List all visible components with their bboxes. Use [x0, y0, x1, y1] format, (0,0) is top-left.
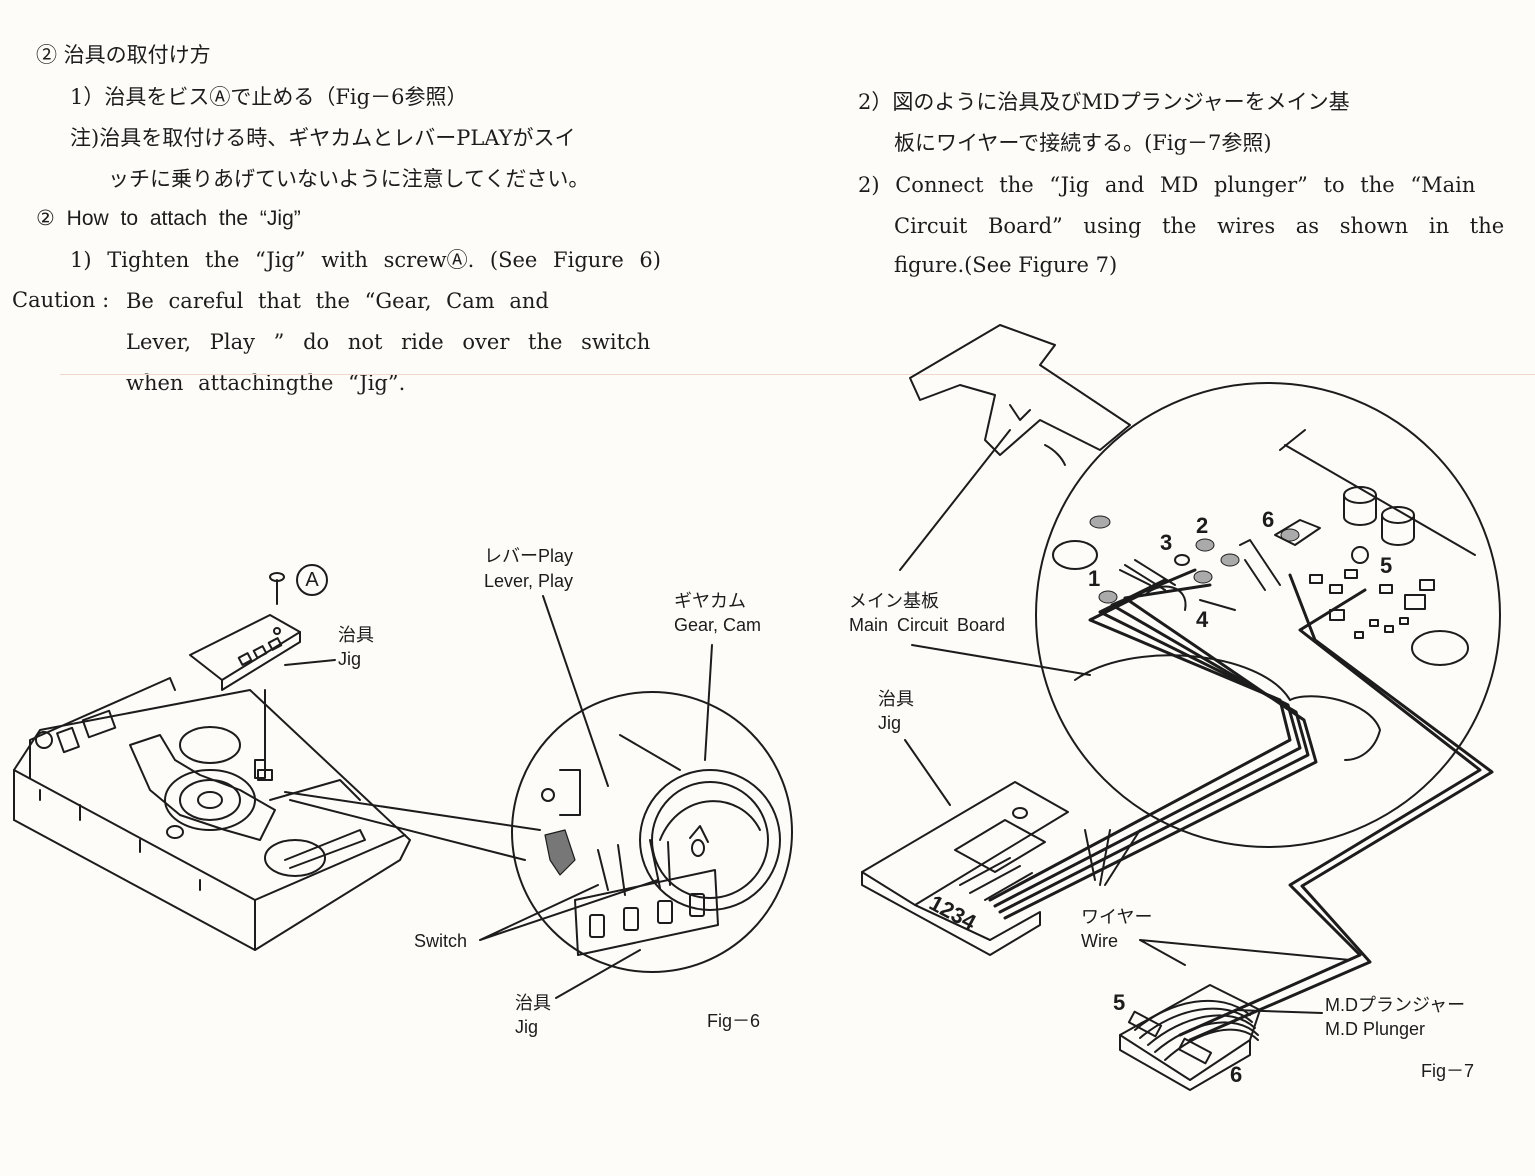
lever-leader [542, 595, 609, 787]
wire-label-en: Wire [1081, 931, 1118, 951]
jig-board-drawing [861, 781, 1069, 956]
fig6-jig2-label-jp: 治具 [515, 993, 551, 1013]
md-plunger-label-jp: M.Dプランジャー [1325, 995, 1466, 1015]
en-step-1: 1) Tighten the “Jig” with screwⒶ. (See F… [70, 248, 661, 272]
jp-heading: ② 治具の取付け方 [36, 43, 211, 67]
jp-note-line-2: ッチに乗りあげていないように注意してください。 [108, 167, 590, 191]
plunger-leader [1234, 1009, 1323, 1014]
pad-number-2: 2 [1196, 513, 1209, 538]
jp-step-2-line-2: 板にワイヤーで接続する。(Fig－7参照) [894, 131, 1272, 155]
jp-step-1: 1）治具をビスⒶで止める（Fig－6参照） [70, 85, 468, 109]
caution-label: Caution : [12, 288, 110, 312]
en-step-2-line-3: figure.(See Figure 7) [894, 253, 1118, 277]
fig7-zoom-circle [1035, 382, 1501, 848]
main-board-label-jp: メイン基板 [849, 591, 939, 611]
caution-line-2: Lever, Play ” do not ride over the switc… [126, 330, 651, 354]
pad-number-6: 6 [1262, 507, 1275, 532]
switch-label: Switch [414, 931, 468, 951]
fig6-jig-label-jp: 治具 [338, 625, 374, 645]
caution-line-1: Be careful that the “Gear, Cam and [126, 289, 549, 313]
fig6-zoom-circle [511, 691, 793, 973]
caution-line-3: when attachingthe “Jig”. [126, 371, 406, 395]
wire-label-jp: ワイヤー [1081, 907, 1153, 927]
fig6-zoom-connector [284, 791, 541, 861]
pad-number-4: 4 [1196, 607, 1209, 632]
jig-small-drawing [189, 572, 301, 781]
lever-play-label-en: Lever, Play [484, 571, 574, 591]
en-heading: ② How to attach the “Jig” [36, 207, 301, 230]
fig7-wires [988, 568, 1494, 1042]
fig6-jig-label-en: Jig [338, 649, 362, 669]
gear-cam-label-en: Gear, Cam [674, 615, 762, 635]
gear-leader [704, 644, 713, 761]
en-step-2-line-1: 2) Connect the “Jig and MD plunger” to t… [858, 173, 1476, 197]
plunger-pin-6: 6 [1230, 1062, 1243, 1087]
wire-leader [1139, 939, 1351, 966]
en-step-2-line-2: Circuit Board” using the wires as shown … [894, 214, 1505, 238]
screw-a-marker: A [296, 564, 328, 596]
fig7-caption: Fig－7 [1421, 1061, 1475, 1081]
jig-top-leader [284, 659, 336, 666]
md-plunger-label-en: M.D Plunger [1325, 1019, 1426, 1039]
md-plunger-drawing [1119, 984, 1261, 1091]
page-fold-line [60, 374, 1535, 375]
main-board-label-en: Main Circuit Board [849, 615, 1006, 635]
main-circuit-leader [911, 644, 1091, 676]
pad-number-5: 5 [1380, 553, 1393, 578]
pad-number-3: 3 [1160, 530, 1173, 555]
plunger-pin-5: 5 [1113, 990, 1126, 1015]
jig-fig7-leader [904, 739, 951, 806]
fig7-jig-label-jp: 治具 [878, 689, 914, 709]
lever-play-label-jp: レバーPlay [484, 546, 574, 566]
wire-jig-leader [1084, 829, 1141, 886]
fig6-jig2-label-en: Jig [515, 1017, 539, 1037]
fig6-caption: Fig－6 [707, 1011, 761, 1031]
jig-zoom-leader [555, 949, 641, 999]
gear-cam-label-jp: ギヤカム [674, 591, 746, 611]
board-leader [899, 429, 1011, 571]
jp-step-2-line-1: 2）図のように治具及びMDプランジャーをメイン基 [858, 90, 1350, 114]
switch-leader [479, 879, 659, 941]
fig7-jig-label-en: Jig [878, 713, 902, 733]
jp-note-line-1: 注)治具を取付ける時、ギヤカムとレバーPLAYがスイ [70, 126, 576, 150]
deck-mechanism-drawing [13, 677, 411, 951]
main-board-fragment [909, 324, 1131, 466]
pad-number-1: 1 [1088, 566, 1101, 591]
